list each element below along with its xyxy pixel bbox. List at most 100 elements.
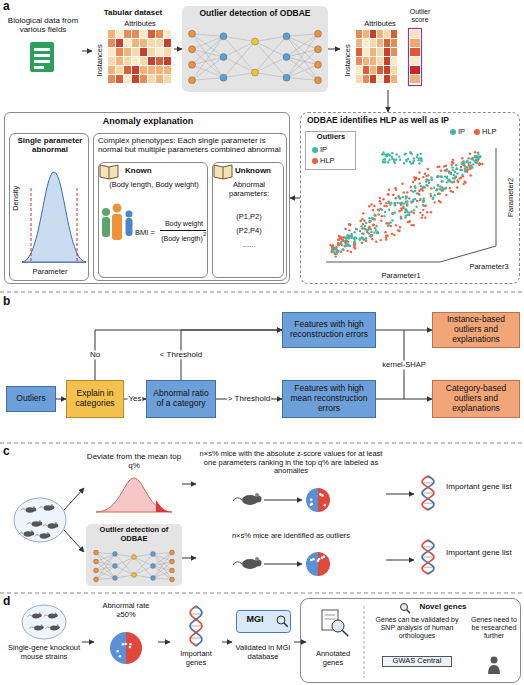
connector	[290, 198, 300, 199]
point	[446, 175, 448, 177]
point	[460, 176, 462, 178]
point	[422, 176, 424, 178]
cell	[116, 57, 123, 65]
point	[384, 231, 386, 233]
normal-half	[306, 488, 318, 512]
point	[422, 204, 424, 206]
network-link	[153, 578, 172, 580]
connector	[222, 642, 232, 643]
point	[375, 225, 377, 227]
point	[441, 180, 443, 182]
point	[389, 221, 391, 223]
cell	[377, 30, 383, 38]
node-text: Attributes	[352, 20, 408, 29]
illustration	[19, 30, 434, 664]
point	[456, 172, 458, 174]
network-link	[115, 554, 134, 557]
point	[385, 238, 387, 240]
network-link	[134, 554, 153, 557]
point	[362, 223, 364, 225]
point	[425, 179, 427, 181]
mouse-dot	[323, 504, 326, 507]
node-text: Parameter2	[507, 167, 516, 227]
point	[341, 244, 343, 246]
point	[476, 156, 478, 158]
point	[412, 224, 414, 226]
cell	[132, 66, 139, 74]
point	[479, 155, 481, 157]
point	[416, 192, 418, 194]
drawing	[57, 625, 59, 627]
point	[380, 220, 382, 222]
node-text: (P1,P2)	[213, 213, 285, 222]
mouse-dot	[310, 504, 313, 507]
connector	[328, 49, 340, 50]
point	[452, 191, 454, 193]
mouse-dot	[323, 556, 326, 559]
cell	[148, 57, 155, 65]
point	[393, 158, 395, 160]
panel-label: c	[3, 445, 10, 459]
neuron	[113, 552, 118, 557]
point	[430, 195, 432, 197]
neuron	[189, 77, 196, 84]
cell	[370, 39, 376, 47]
cell	[124, 75, 131, 83]
point	[464, 168, 466, 170]
cell	[116, 30, 123, 38]
network-panel	[86, 524, 182, 586]
point	[366, 229, 368, 231]
point	[400, 217, 402, 219]
point	[409, 151, 411, 153]
point	[428, 182, 430, 184]
node-text: Anomaly explanation	[5, 116, 291, 126]
figure-panel: Deviate from the mean top q%	[86, 452, 182, 516]
point	[366, 231, 368, 233]
network-link	[153, 554, 172, 580]
network-link	[287, 36, 319, 80]
point	[405, 197, 407, 199]
point	[464, 181, 466, 183]
node-text: Annotated genes	[306, 650, 360, 667]
cell	[108, 75, 115, 83]
density-plot	[22, 172, 86, 262]
point	[385, 202, 387, 204]
cell	[370, 75, 376, 83]
point	[373, 214, 375, 216]
mouse-icon	[43, 522, 59, 529]
connector	[376, 330, 432, 331]
edge-label: Yes	[127, 394, 142, 403]
process-box: Outliers	[6, 386, 56, 412]
divider	[364, 606, 365, 678]
point	[450, 173, 452, 175]
neuron	[170, 559, 175, 564]
neuron	[283, 54, 290, 61]
dna-strand	[422, 476, 434, 510]
neuron	[170, 568, 175, 573]
network-link	[115, 554, 134, 575]
node-text: MGI	[238, 614, 272, 624]
point	[425, 184, 427, 186]
node-text: Instances	[96, 30, 105, 90]
point	[378, 209, 380, 211]
node-text: Genes need to be researched further	[470, 616, 518, 640]
point	[416, 156, 418, 158]
node-text: ODBAE identifies HLP as well as IP	[307, 116, 517, 126]
point	[430, 211, 432, 213]
point	[404, 153, 406, 155]
legend-box	[306, 132, 356, 170]
figure-panel: Genes can be validated by SNP analysis o…	[368, 616, 466, 678]
point	[440, 170, 442, 172]
point	[478, 156, 480, 158]
node-text: Single-gene knockout mouse strains	[6, 644, 82, 661]
figure-panel: n×s% mice with the absolute z-score valu…	[196, 450, 386, 516]
point	[344, 228, 346, 230]
network-link	[224, 42, 256, 78]
cell	[116, 39, 123, 47]
point	[410, 163, 412, 165]
point	[387, 225, 389, 227]
node-text: Instances	[344, 30, 353, 90]
cell	[384, 30, 390, 38]
point	[436, 176, 438, 178]
